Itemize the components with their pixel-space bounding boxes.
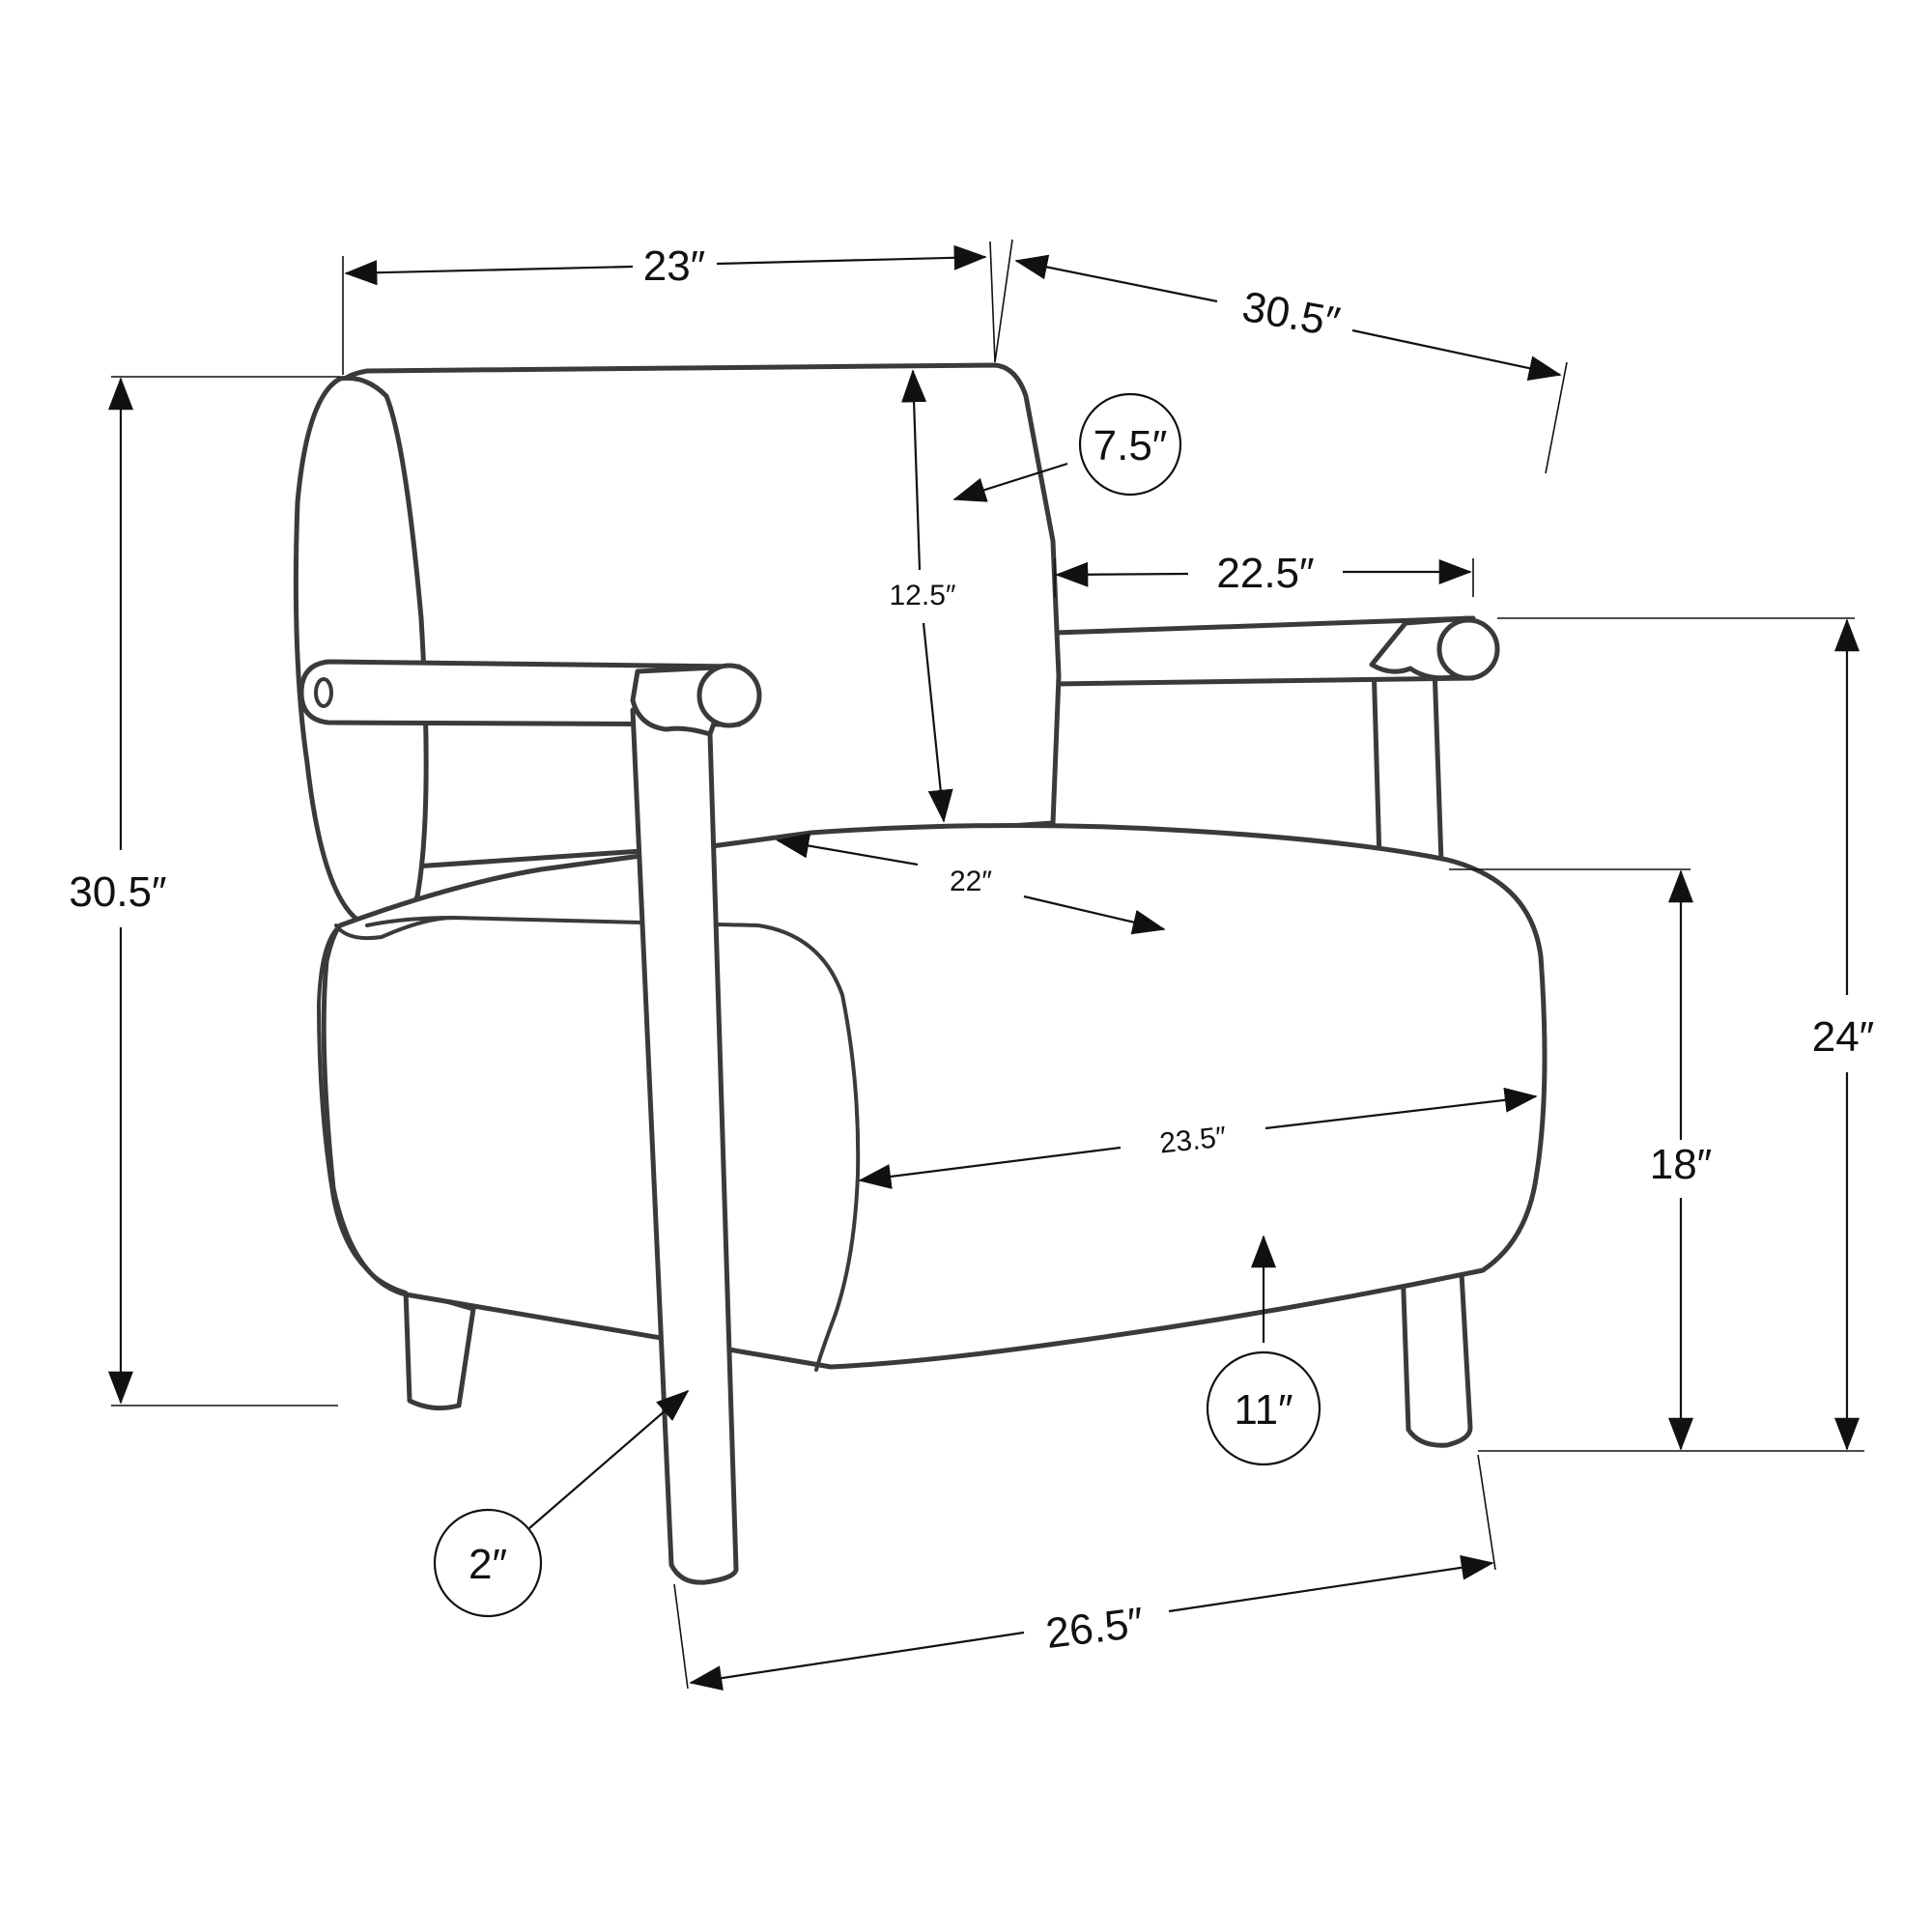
label-seat-width: 23.5″ <box>1158 1121 1228 1159</box>
ext-top-right <box>989 241 996 363</box>
label-inner-width: 22.5″ <box>1216 550 1314 597</box>
dimension-annotations: 23″ 30.5″ 7.5″ 22.5″ 12.5″ 30.5″ 22″ 23.… <box>69 239 1875 1691</box>
dim-line-back-height-top <box>901 369 927 571</box>
label-overall-height: 30.5″ <box>69 868 166 916</box>
label-top-width: 23″ <box>643 242 706 290</box>
ext-bottom-left <box>673 1583 689 1690</box>
dim-line-seat-width-left <box>858 1146 1122 1189</box>
label-seat-height: 18″ <box>1650 1141 1713 1188</box>
dim-line-top-depth-right <box>1351 328 1562 381</box>
right-rear-leg <box>1400 1253 1473 1448</box>
callout-leg-diameter <box>433 1508 543 1618</box>
label-top-depth: 30.5″ <box>1238 283 1343 347</box>
label-bottom-depth: 26.5″ <box>1043 1599 1146 1658</box>
seat-top-piping <box>334 916 456 941</box>
ext-bottom-right <box>1477 1454 1496 1571</box>
leader-back-roll <box>952 462 1068 502</box>
dim-line-top-width-left <box>344 260 634 286</box>
right-arm-end-cap <box>1436 617 1500 681</box>
callout-leg-height <box>1206 1350 1321 1466</box>
callout-back-roll <box>1078 392 1182 497</box>
dim-line-top-width-right <box>716 244 987 270</box>
ext-depth-end <box>1545 361 1568 474</box>
ext-depth-start <box>994 239 1013 363</box>
chair-drawing <box>293 362 1548 1585</box>
dim-line-seat-depth-right <box>1023 895 1166 935</box>
dim-line-back-height-bottom <box>922 622 953 823</box>
left-arm-bar <box>298 659 742 727</box>
dim-line-seat-depth-left <box>776 833 919 867</box>
label-leg-diameter: 2″ <box>469 1541 507 1588</box>
label-back-height: 12.5″ <box>889 580 955 611</box>
seat-side-piping <box>317 923 408 1294</box>
label-leg-height: 11″ <box>1234 1386 1293 1434</box>
label-arm-height: 24″ <box>1812 1013 1875 1061</box>
seat-cushion <box>321 822 1548 1370</box>
dim-line-bottom-depth-right <box>1168 1554 1494 1613</box>
dim-line-seat-width-right <box>1264 1087 1538 1130</box>
left-arm-knob <box>314 677 333 708</box>
right-arm-post <box>1371 659 1444 865</box>
dim-line-top-depth-left <box>1014 254 1218 303</box>
label-seat-depth: 22″ <box>950 866 992 897</box>
dim-line-bottom-depth-left <box>689 1631 1025 1691</box>
dim-line-inner-width-left <box>1055 561 1189 587</box>
left-arm-end-cap <box>696 663 762 728</box>
left-rear-leg <box>403 1287 476 1411</box>
leader-leg-diameter <box>528 1389 690 1529</box>
label-back-roll: 7.5″ <box>1094 422 1168 469</box>
